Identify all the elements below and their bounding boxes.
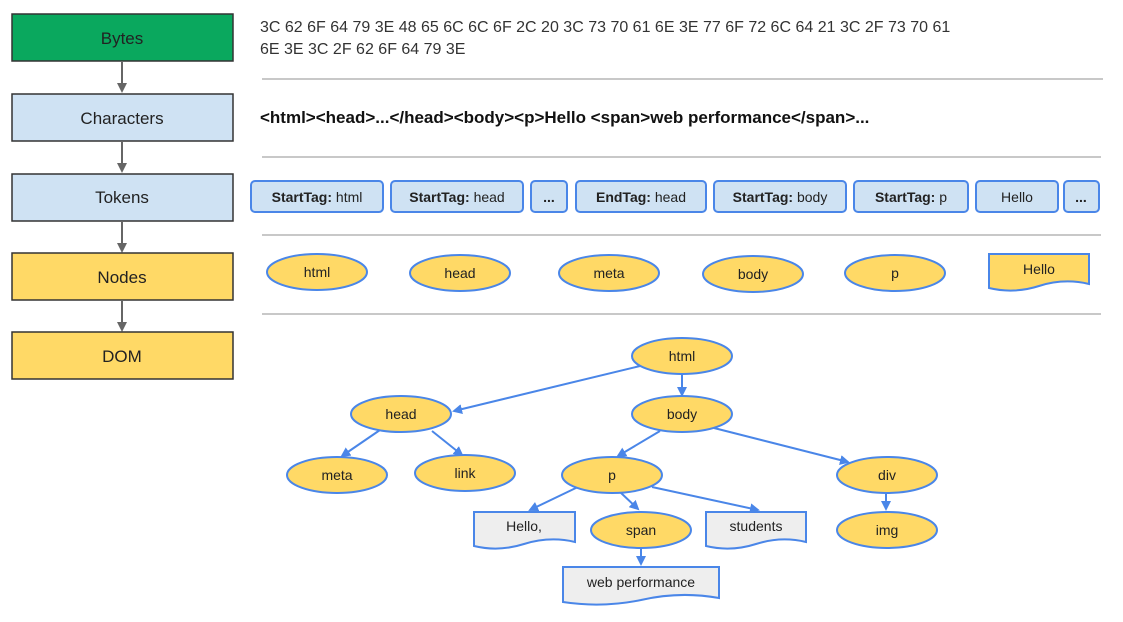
node: html — [266, 253, 368, 291]
svg-text:StartTag: html: StartTag: html — [272, 189, 363, 205]
svg-text:...: ... — [543, 189, 555, 205]
stage-characters-label: Characters — [80, 109, 163, 128]
bytes-line-1: 3C 62 6F 64 79 3E 48 65 6C 6C 6F 2C 20 3… — [260, 19, 950, 36]
svg-text:p: p — [608, 467, 616, 483]
dom-node-link: link — [414, 454, 516, 492]
svg-text:EndTag: head: EndTag: head — [596, 189, 686, 205]
dom-node-head: head — [350, 395, 452, 433]
svg-text:meta: meta — [593, 265, 624, 281]
stage-bytes: Bytes — [11, 13, 234, 62]
stage-nodes: Nodes — [11, 252, 234, 301]
token: StartTag: html — [250, 180, 384, 213]
node: meta — [558, 254, 660, 292]
tokens-row: StartTag: html StartTag: head ... EndTag… — [250, 180, 1100, 213]
dom-tree: html head body meta link p div Hello, — [286, 337, 938, 606]
svg-text:students: students — [730, 518, 783, 534]
token: StartTag: body — [713, 180, 847, 213]
stage-nodes-label: Nodes — [97, 268, 146, 287]
token: EndTag: head — [575, 180, 707, 213]
stage-dom: DOM — [11, 331, 234, 380]
node: head — [409, 254, 511, 292]
token: Hello — [975, 180, 1059, 213]
bytes-row: 3C 62 6F 64 79 3E 48 65 6C 6C 6F 2C 20 3… — [260, 19, 950, 58]
dom-text-web-performance: web performance — [562, 566, 720, 606]
svg-text:html: html — [304, 264, 330, 280]
svg-text:Hello: Hello — [1023, 261, 1055, 277]
svg-text:StartTag: body: StartTag: body — [733, 189, 828, 205]
edge-p-span — [619, 491, 640, 511]
text-node: Hello — [988, 253, 1090, 292]
dom-node-img: img — [836, 511, 938, 549]
edge-head-link — [431, 430, 464, 457]
stage-dom-label: DOM — [102, 347, 142, 366]
svg-text:img: img — [876, 522, 899, 538]
svg-text:head: head — [385, 406, 416, 422]
edge-p-students — [651, 486, 760, 514]
dom-node-html: html — [631, 337, 733, 375]
node: body — [702, 255, 804, 293]
svg-text:span: span — [626, 522, 656, 538]
edge-body-div — [713, 427, 850, 465]
svg-text:web performance: web performance — [586, 574, 695, 590]
svg-text:p: p — [891, 265, 899, 281]
svg-text:Hello,: Hello, — [506, 518, 542, 534]
svg-text:head: head — [444, 265, 475, 281]
stage-tokens: Tokens — [11, 173, 234, 222]
edge-html-head — [452, 365, 641, 414]
stage-characters: Characters — [11, 93, 234, 142]
token: StartTag: p — [853, 180, 969, 213]
token: StartTag: head — [390, 180, 524, 213]
edge-head-meta — [340, 429, 381, 458]
dom-node-span: span — [590, 511, 692, 549]
node: p — [844, 254, 946, 292]
token: ... — [530, 180, 568, 213]
pipeline: Bytes Characters Tokens Nodes DOM — [11, 13, 234, 380]
stage-bytes-label: Bytes — [101, 29, 144, 48]
svg-text:meta: meta — [321, 467, 352, 483]
dom-node-body: body — [631, 395, 733, 433]
dom-node-meta: meta — [286, 456, 388, 494]
svg-text:div: div — [878, 467, 896, 483]
token: ... — [1063, 180, 1100, 213]
svg-text:Hello: Hello — [1001, 189, 1033, 205]
svg-text:html: html — [669, 348, 695, 364]
nodes-row: html head meta body p Hello — [266, 253, 1090, 293]
dom-node-p: p — [561, 456, 663, 494]
svg-text:StartTag: p: StartTag: p — [875, 189, 947, 205]
dom-text-students: students — [705, 511, 807, 550]
stage-tokens-label: Tokens — [95, 188, 149, 207]
svg-text:body: body — [667, 406, 697, 422]
bytes-line-2: 6E 3E 3C 2F 62 6F 64 79 3E — [260, 41, 465, 58]
edge-body-p — [616, 430, 661, 458]
svg-text:link: link — [454, 465, 476, 481]
svg-text:body: body — [738, 266, 768, 282]
dom-text-hello: Hello, — [473, 511, 576, 550]
dom-node-div: div — [836, 456, 938, 494]
dom-edges — [340, 365, 891, 566]
edge-p-hello — [528, 485, 581, 512]
svg-text:StartTag: head: StartTag: head — [409, 189, 504, 205]
svg-text:...: ... — [1075, 189, 1087, 205]
characters-text: <html><head>...</head><body><p>Hello <sp… — [260, 108, 869, 127]
